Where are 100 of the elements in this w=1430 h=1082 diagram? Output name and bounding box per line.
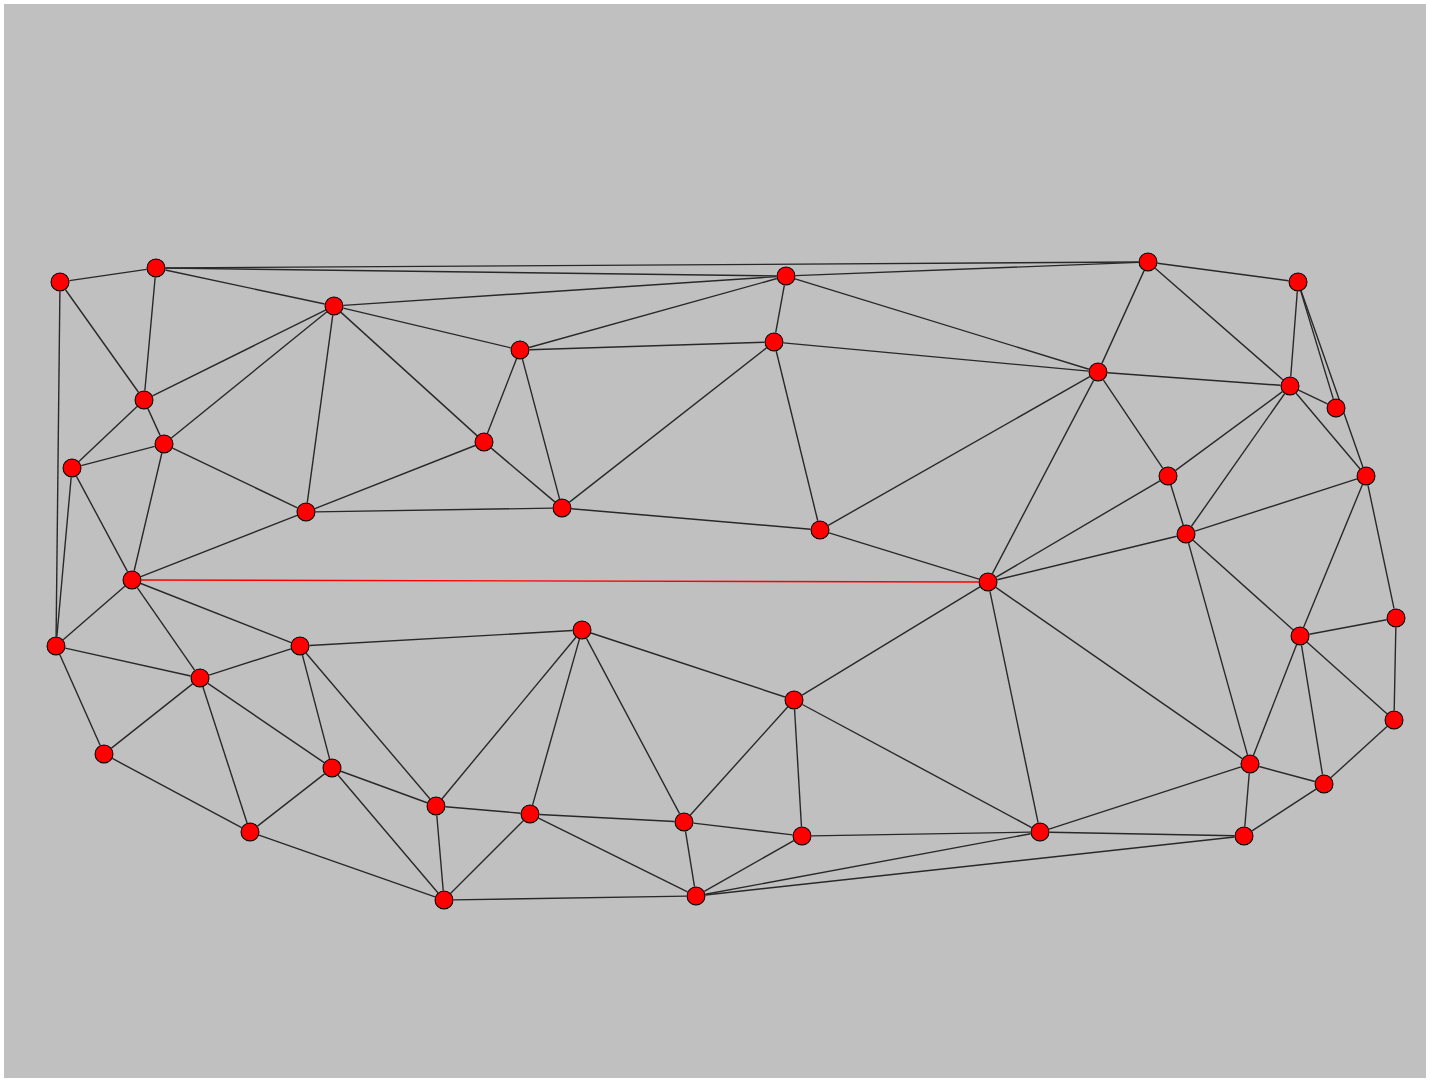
vertex-dot — [1030, 822, 1050, 842]
edge-line — [486, 358, 518, 434]
edge-line — [775, 350, 819, 522]
vertex-dot — [94, 744, 114, 764]
edge-line — [1300, 644, 1324, 776]
edge-line — [68, 268, 148, 282]
edge-line — [1251, 788, 1317, 832]
edge-line — [164, 269, 326, 305]
edge-line — [528, 341, 766, 351]
edge-line — [59, 654, 101, 747]
edge-line — [996, 535, 1178, 581]
edge-line — [1101, 269, 1145, 365]
edge-line — [1192, 539, 1294, 631]
vertex-dot — [1176, 524, 1196, 544]
vertex-dot — [1158, 466, 1178, 486]
vertex-dot — [674, 812, 694, 832]
edge-line — [151, 309, 327, 397]
edge-line — [258, 834, 436, 898]
vertex-dot — [434, 890, 454, 910]
edge-line — [1258, 765, 1316, 783]
edge-line — [828, 532, 980, 580]
edge-line — [585, 637, 681, 815]
vertex-dot — [1386, 608, 1406, 628]
edge-line — [1154, 267, 1284, 381]
edge-line — [306, 314, 334, 504]
vertex-dot — [296, 502, 316, 522]
edge-line — [1302, 484, 1364, 628]
edge-line — [147, 407, 161, 437]
vertex-dot — [1138, 252, 1158, 272]
edge-line — [110, 683, 194, 749]
edge-line — [538, 813, 676, 823]
edge-line — [1300, 290, 1364, 468]
edge-line — [827, 376, 1091, 526]
edge-line — [140, 579, 980, 583]
edge-line — [436, 814, 444, 892]
edge-line — [590, 632, 786, 698]
vertex-dot — [46, 636, 66, 656]
edge-line — [537, 817, 689, 893]
edge-line — [1367, 484, 1395, 610]
edge-line — [314, 444, 476, 510]
edge-line — [1295, 392, 1361, 470]
edge-line — [782, 342, 1090, 372]
vertex-dot — [290, 636, 310, 656]
edge-line — [1244, 772, 1250, 828]
vertex-dot — [322, 758, 342, 778]
vertex-dot — [50, 272, 70, 292]
edge-line — [144, 276, 156, 392]
edge-line — [1393, 626, 1397, 712]
vertex-dot — [154, 434, 174, 454]
vertex-dot — [552, 498, 572, 518]
edge-line — [1297, 389, 1329, 405]
edge-line — [1330, 725, 1388, 779]
vertex-dot — [1384, 710, 1404, 730]
edge-line — [704, 836, 1236, 896]
edge-line — [75, 475, 129, 573]
edge-line — [133, 452, 163, 572]
edge-line — [521, 358, 561, 500]
edge-line — [78, 405, 138, 463]
edge-line — [1194, 478, 1358, 532]
vertex-dot — [978, 572, 998, 592]
edge-line — [995, 586, 1243, 760]
vertex-dot — [240, 822, 260, 842]
edge-line — [1174, 390, 1284, 472]
vertex-dot — [1314, 774, 1334, 794]
edge-line — [1170, 484, 1184, 526]
edge-line — [140, 582, 292, 644]
edge-line — [703, 840, 795, 893]
vertex-dot — [1326, 398, 1346, 418]
edge-line — [692, 822, 794, 836]
edge-line — [301, 654, 331, 760]
vertex-dot — [764, 332, 784, 352]
edge-line — [704, 833, 1032, 895]
edge-line — [794, 278, 1090, 370]
vertex-dot — [146, 258, 166, 278]
vertex-dot — [1290, 626, 1310, 646]
edge-line — [1048, 766, 1242, 830]
vertex-dot — [572, 620, 592, 640]
edge-line — [62, 585, 126, 641]
edge-line — [308, 629, 574, 647]
vertex-dot — [474, 432, 494, 452]
edge-line — [775, 284, 785, 334]
edge-line — [1156, 262, 1290, 282]
edge-line — [256, 773, 326, 827]
vertex-dot — [1356, 466, 1376, 486]
vertex-dot — [784, 690, 804, 710]
edge-line — [56, 476, 72, 638]
vertex-dot — [510, 340, 530, 360]
edge-line — [340, 311, 478, 437]
edge-line — [1048, 831, 1236, 837]
vertex-dot — [776, 266, 796, 286]
vertex-dot — [134, 390, 154, 410]
vertex-dot — [324, 296, 344, 316]
vertex-dot — [810, 520, 830, 540]
edge-line — [342, 275, 778, 307]
edge-line — [1190, 393, 1286, 527]
edge-line — [1187, 542, 1249, 756]
edge-line — [441, 636, 577, 800]
edge-line — [337, 774, 439, 894]
edge-line — [689, 706, 789, 816]
edge-line — [801, 586, 981, 696]
